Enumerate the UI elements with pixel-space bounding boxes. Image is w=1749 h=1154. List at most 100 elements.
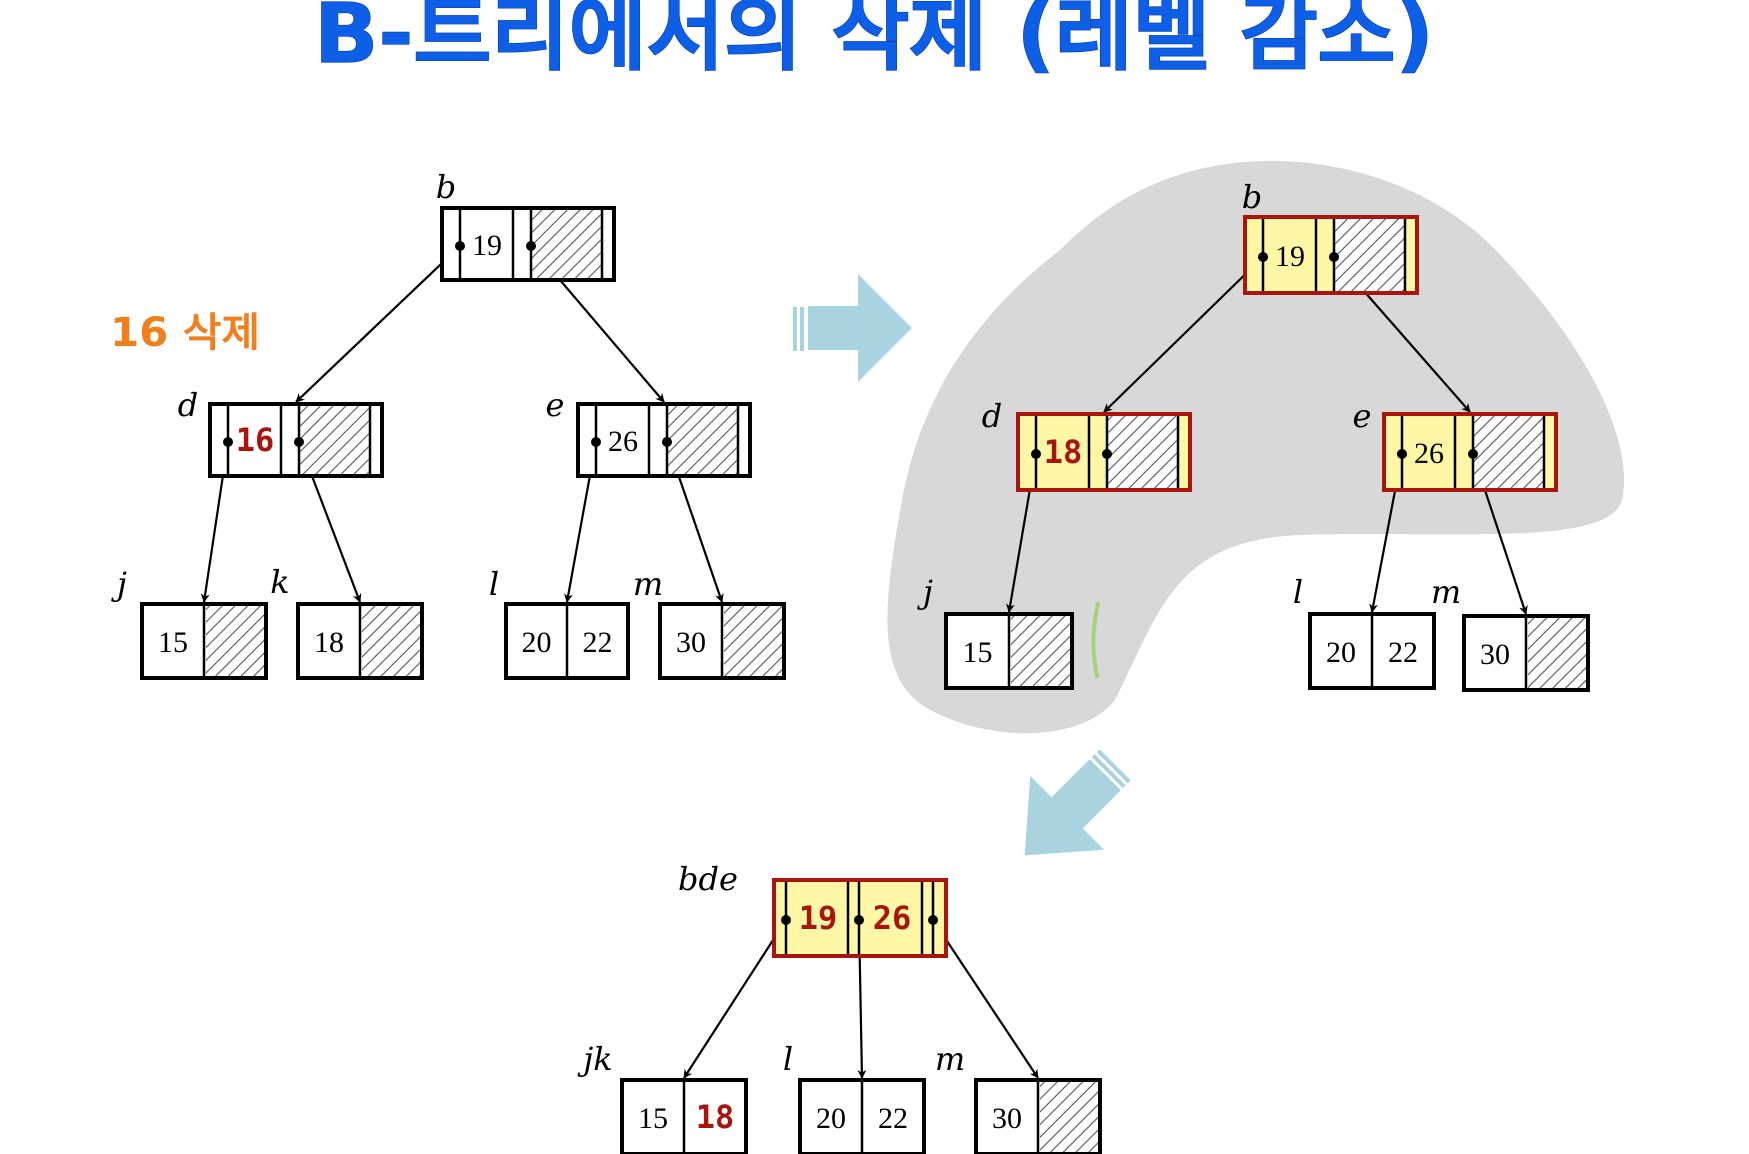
tree-after-edge-bde-jk <box>683 919 787 1079</box>
empty-slot <box>362 606 420 676</box>
node-label-l: l <box>489 565 499 603</box>
tree-middle-node-j: 15 <box>944 612 1074 690</box>
key-15: 15 <box>158 626 188 659</box>
node-border <box>296 602 424 680</box>
pointer-dot <box>455 241 465 251</box>
node-border <box>440 206 616 282</box>
node-label-b: b <box>436 168 456 206</box>
pointer-dots <box>223 241 1478 925</box>
key-22: 22 <box>878 1102 908 1135</box>
pencil-mark <box>1091 602 1100 678</box>
key-15: 15 <box>963 636 993 669</box>
pointer-dot <box>223 437 233 447</box>
node-label-l: l <box>783 1040 793 1078</box>
node-border <box>772 878 948 958</box>
pointer-dot <box>1102 449 1112 459</box>
empty-slot <box>1528 618 1586 688</box>
node-border <box>658 602 786 680</box>
key-30: 30 <box>676 626 706 659</box>
tree-after-edge-bde-m <box>932 919 1039 1079</box>
key-15: 15 <box>638 1102 668 1135</box>
pointer-dot <box>294 437 304 447</box>
node-label-e: e <box>1353 397 1372 435</box>
pointer-dot <box>1258 252 1268 262</box>
empty-slot <box>724 606 782 676</box>
key-18: 18 <box>696 1098 735 1136</box>
node-border <box>1308 612 1436 690</box>
key-22: 22 <box>1388 636 1418 669</box>
tree-middle-node-m: 30 <box>1462 614 1590 692</box>
key-20: 20 <box>522 626 552 659</box>
node-border <box>1016 412 1192 492</box>
empty-slot <box>1473 416 1544 488</box>
node-label-e: e <box>546 386 565 424</box>
pointer-dot <box>1031 449 1041 459</box>
empty-slot <box>1040 1082 1098 1152</box>
node-border <box>974 1078 1102 1154</box>
node-label-k: k <box>270 563 289 601</box>
tree-before-node-j: 15 <box>140 602 268 680</box>
tree-middle-edge-b-d <box>1103 256 1264 413</box>
node-border <box>798 1078 926 1154</box>
pointer-dot <box>854 915 864 925</box>
empty-slot <box>1011 616 1070 686</box>
pointer-dot <box>928 915 938 925</box>
pointer-dot <box>781 915 791 925</box>
key-20: 20 <box>1326 636 1356 669</box>
key-26: 26 <box>1414 437 1444 470</box>
node-border <box>208 402 384 478</box>
pointer-dot <box>662 437 672 447</box>
node-label-l: l <box>1293 573 1303 611</box>
node-border <box>504 602 630 680</box>
key-30: 30 <box>992 1102 1022 1135</box>
key-30: 30 <box>1480 638 1510 671</box>
key-26: 26 <box>873 899 912 937</box>
deletion-annotation: 16 삭제 <box>110 310 260 356</box>
pointer-dot <box>591 437 601 447</box>
empty-slot <box>531 210 602 278</box>
node-label-bde: bde <box>678 860 738 898</box>
node-border <box>1462 614 1590 692</box>
key-20: 20 <box>816 1102 846 1135</box>
node-label-d: d <box>178 386 198 424</box>
pointer-dot <box>1397 449 1407 459</box>
node-label-m: m <box>1431 573 1461 611</box>
tree-middle-node-d: 18 <box>1016 412 1192 492</box>
key-19: 19 <box>472 229 502 262</box>
node-border <box>944 612 1074 690</box>
node-label-j: j <box>111 565 127 603</box>
empty-slot <box>299 406 370 474</box>
tree-before-node-k: 18 <box>296 602 424 680</box>
empty-slot <box>1107 416 1178 488</box>
empty-slot <box>206 606 264 676</box>
tree-after-node-m: 30 <box>974 1078 1102 1154</box>
pointer-dot <box>1468 449 1478 459</box>
node-label-jk: jk <box>577 1040 612 1078</box>
key-19: 19 <box>799 899 838 937</box>
key-26: 26 <box>608 425 638 458</box>
node-border <box>140 602 268 680</box>
transition-arrow-right <box>793 274 912 382</box>
page-title: B-트리에서의 삭제 (레벨 감소) <box>314 0 1434 82</box>
pointer-dot <box>1329 252 1339 262</box>
node-label-m: m <box>633 565 663 603</box>
node-border <box>1243 215 1419 295</box>
pointer-dot <box>526 241 536 251</box>
transition-arrow-down-left <box>1024 749 1131 856</box>
node-label-d: d <box>982 397 1002 435</box>
tree-before-node-b: 19 <box>440 206 616 282</box>
empty-slot <box>1334 219 1405 291</box>
tree-before-node-m: 30 <box>658 602 786 680</box>
key-22: 22 <box>583 626 613 659</box>
key-18: 18 <box>314 626 344 659</box>
node-border <box>576 402 752 478</box>
node-border <box>1382 412 1558 492</box>
highlight-region <box>887 160 1625 734</box>
tree-before-edge-b-d <box>295 245 461 403</box>
